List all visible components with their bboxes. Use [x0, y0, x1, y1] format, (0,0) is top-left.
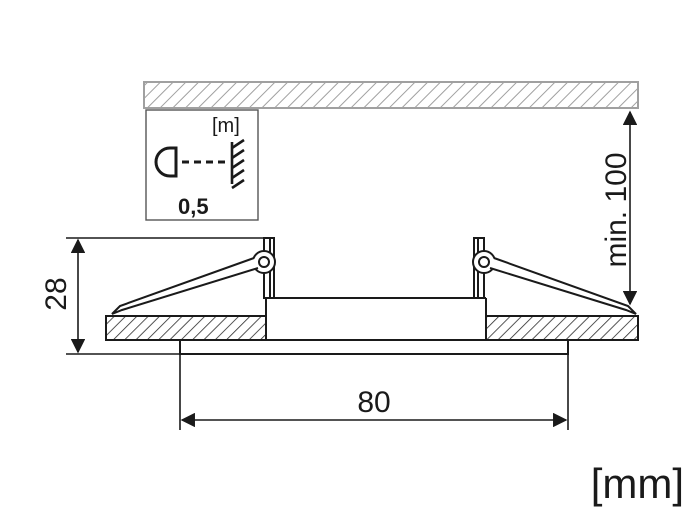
mounting-panel	[105, 315, 639, 341]
ceiling-surface	[143, 81, 639, 109]
ceiling-distance-label: min. 100	[600, 152, 633, 267]
lamp-icon	[154, 146, 178, 178]
height-label: 28	[40, 277, 73, 310]
height-dimension	[66, 237, 266, 355]
distance-unit-label: [m]	[212, 115, 240, 137]
width-dimension	[179, 354, 569, 430]
distance-value-label: 0,5	[178, 194, 209, 219]
width-label: 80	[357, 386, 390, 419]
distance-box: [m] 0,5	[145, 109, 259, 221]
surface-icon	[230, 138, 245, 190]
luminaire-body	[111, 237, 637, 355]
unit-label: [mm]	[591, 460, 684, 507]
